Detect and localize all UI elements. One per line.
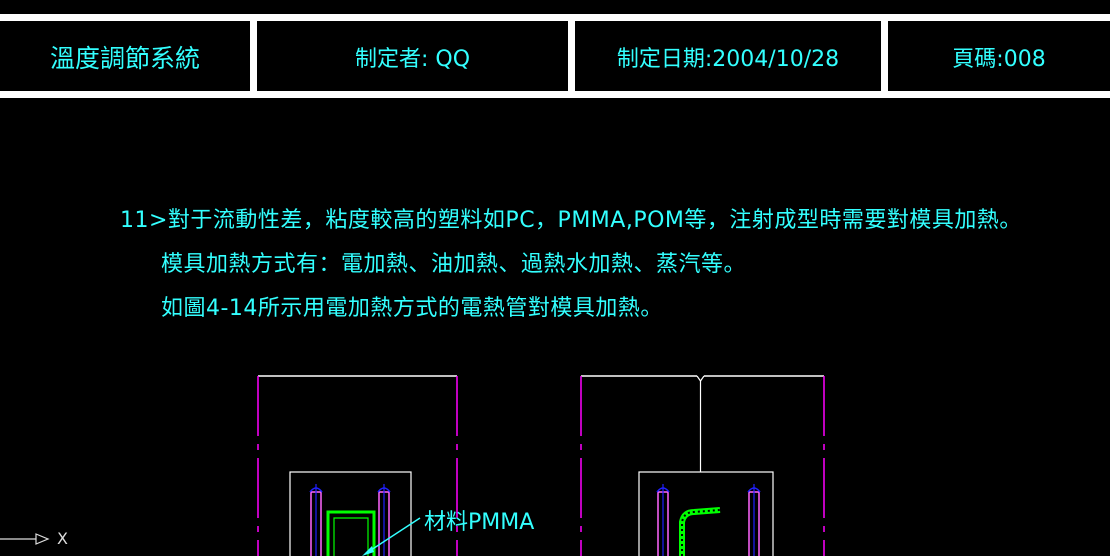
material-label: 材料PMMA <box>424 510 535 535</box>
header-top-rule <box>0 14 1110 21</box>
header-page: 頁碼:008 <box>952 47 1046 72</box>
header-divider-2 <box>568 18 575 98</box>
header-date: 制定日期:2004/10/28 <box>616 47 840 72</box>
header-divider-3 <box>881 18 888 98</box>
body-line-1: 11>對于流動性差，粘度較高的塑料如PC，PMMA,POM等，注射成型時需要對模… <box>120 208 1022 233</box>
header-bottom-rule <box>0 91 1110 98</box>
header-title: 溫度調節系統 <box>49 44 200 73</box>
axis-x-label: X <box>57 529 68 548</box>
right-mold <box>580 375 825 556</box>
left-mold <box>257 375 458 556</box>
body-line-3: 如圖4-14所示用電加熱方式的電熱管對模具加熱。 <box>161 296 663 321</box>
header-divider-1 <box>250 18 257 98</box>
ucs-axis-icon <box>0 533 50 545</box>
body-line-2: 模具加熱方式有：電加熱、油加熱、過熱水加熱、蒸汽等。 <box>161 252 747 277</box>
header-author: 制定者: QQ <box>354 47 471 72</box>
